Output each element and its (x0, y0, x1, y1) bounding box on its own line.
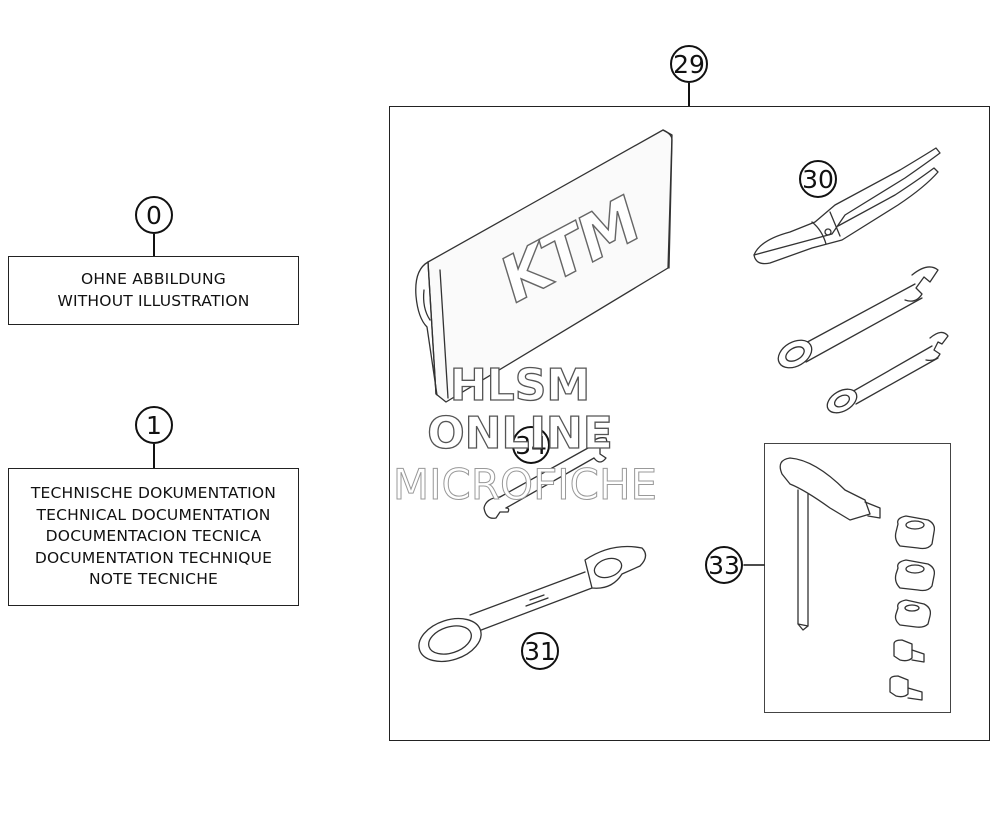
socket-bits-illustration (889, 515, 936, 701)
callout-34[interactable]: 34 (512, 426, 550, 464)
tool-kit-frame (389, 106, 990, 741)
callout-29[interactable]: 29 (670, 45, 708, 83)
without-illustration-box: OHNE ABBILDUNG WITHOUT ILLUSTRATION (8, 256, 299, 325)
leader-1 (153, 444, 155, 468)
callout-31[interactable]: 31 (521, 632, 559, 670)
open-end-wrench-illustration (483, 437, 609, 519)
technical-documentation-line: DOCUMENTACION TECNICA (45, 527, 262, 546)
spanner-wrench-illustration (418, 545, 647, 663)
pliers-illustration (753, 147, 941, 265)
without-illustration-line: WITHOUT ILLUSTRATION (57, 291, 250, 310)
combination-wrench-large-illustration (777, 266, 939, 369)
callout-0[interactable]: 0 (135, 196, 173, 234)
technical-documentation-line: TECHNISCHE DOKUMENTATION (30, 484, 277, 503)
allen-key-set-frame (764, 443, 951, 713)
tool-bag-illustration (415, 129, 673, 403)
technical-documentation-box: TECHNISCHE DOKUMENTATION TECHNICAL DOCUM… (8, 468, 299, 606)
watermark-line: HLSM (449, 359, 591, 411)
watermark-line: MICROFICHE (392, 460, 658, 510)
callout-30[interactable]: 30 (799, 160, 837, 198)
technical-documentation-line: NOTE TECNICHE (88, 570, 219, 589)
watermark-line: ONLINE (427, 407, 614, 459)
callout-33[interactable]: 33 (705, 546, 743, 584)
without-illustration-line: OHNE ABBILDUNG (81, 270, 226, 288)
leader-29 (688, 83, 690, 107)
technical-documentation-line: TECHNICAL DOCUMENTATION (36, 505, 271, 524)
allen-key-illustration (779, 457, 881, 631)
combination-wrench-small-illustration (826, 331, 949, 414)
callout-1[interactable]: 1 (135, 406, 173, 444)
leader-0 (153, 234, 155, 256)
technical-documentation-line: DOCUMENTATION TECHNIQUE (34, 548, 273, 567)
